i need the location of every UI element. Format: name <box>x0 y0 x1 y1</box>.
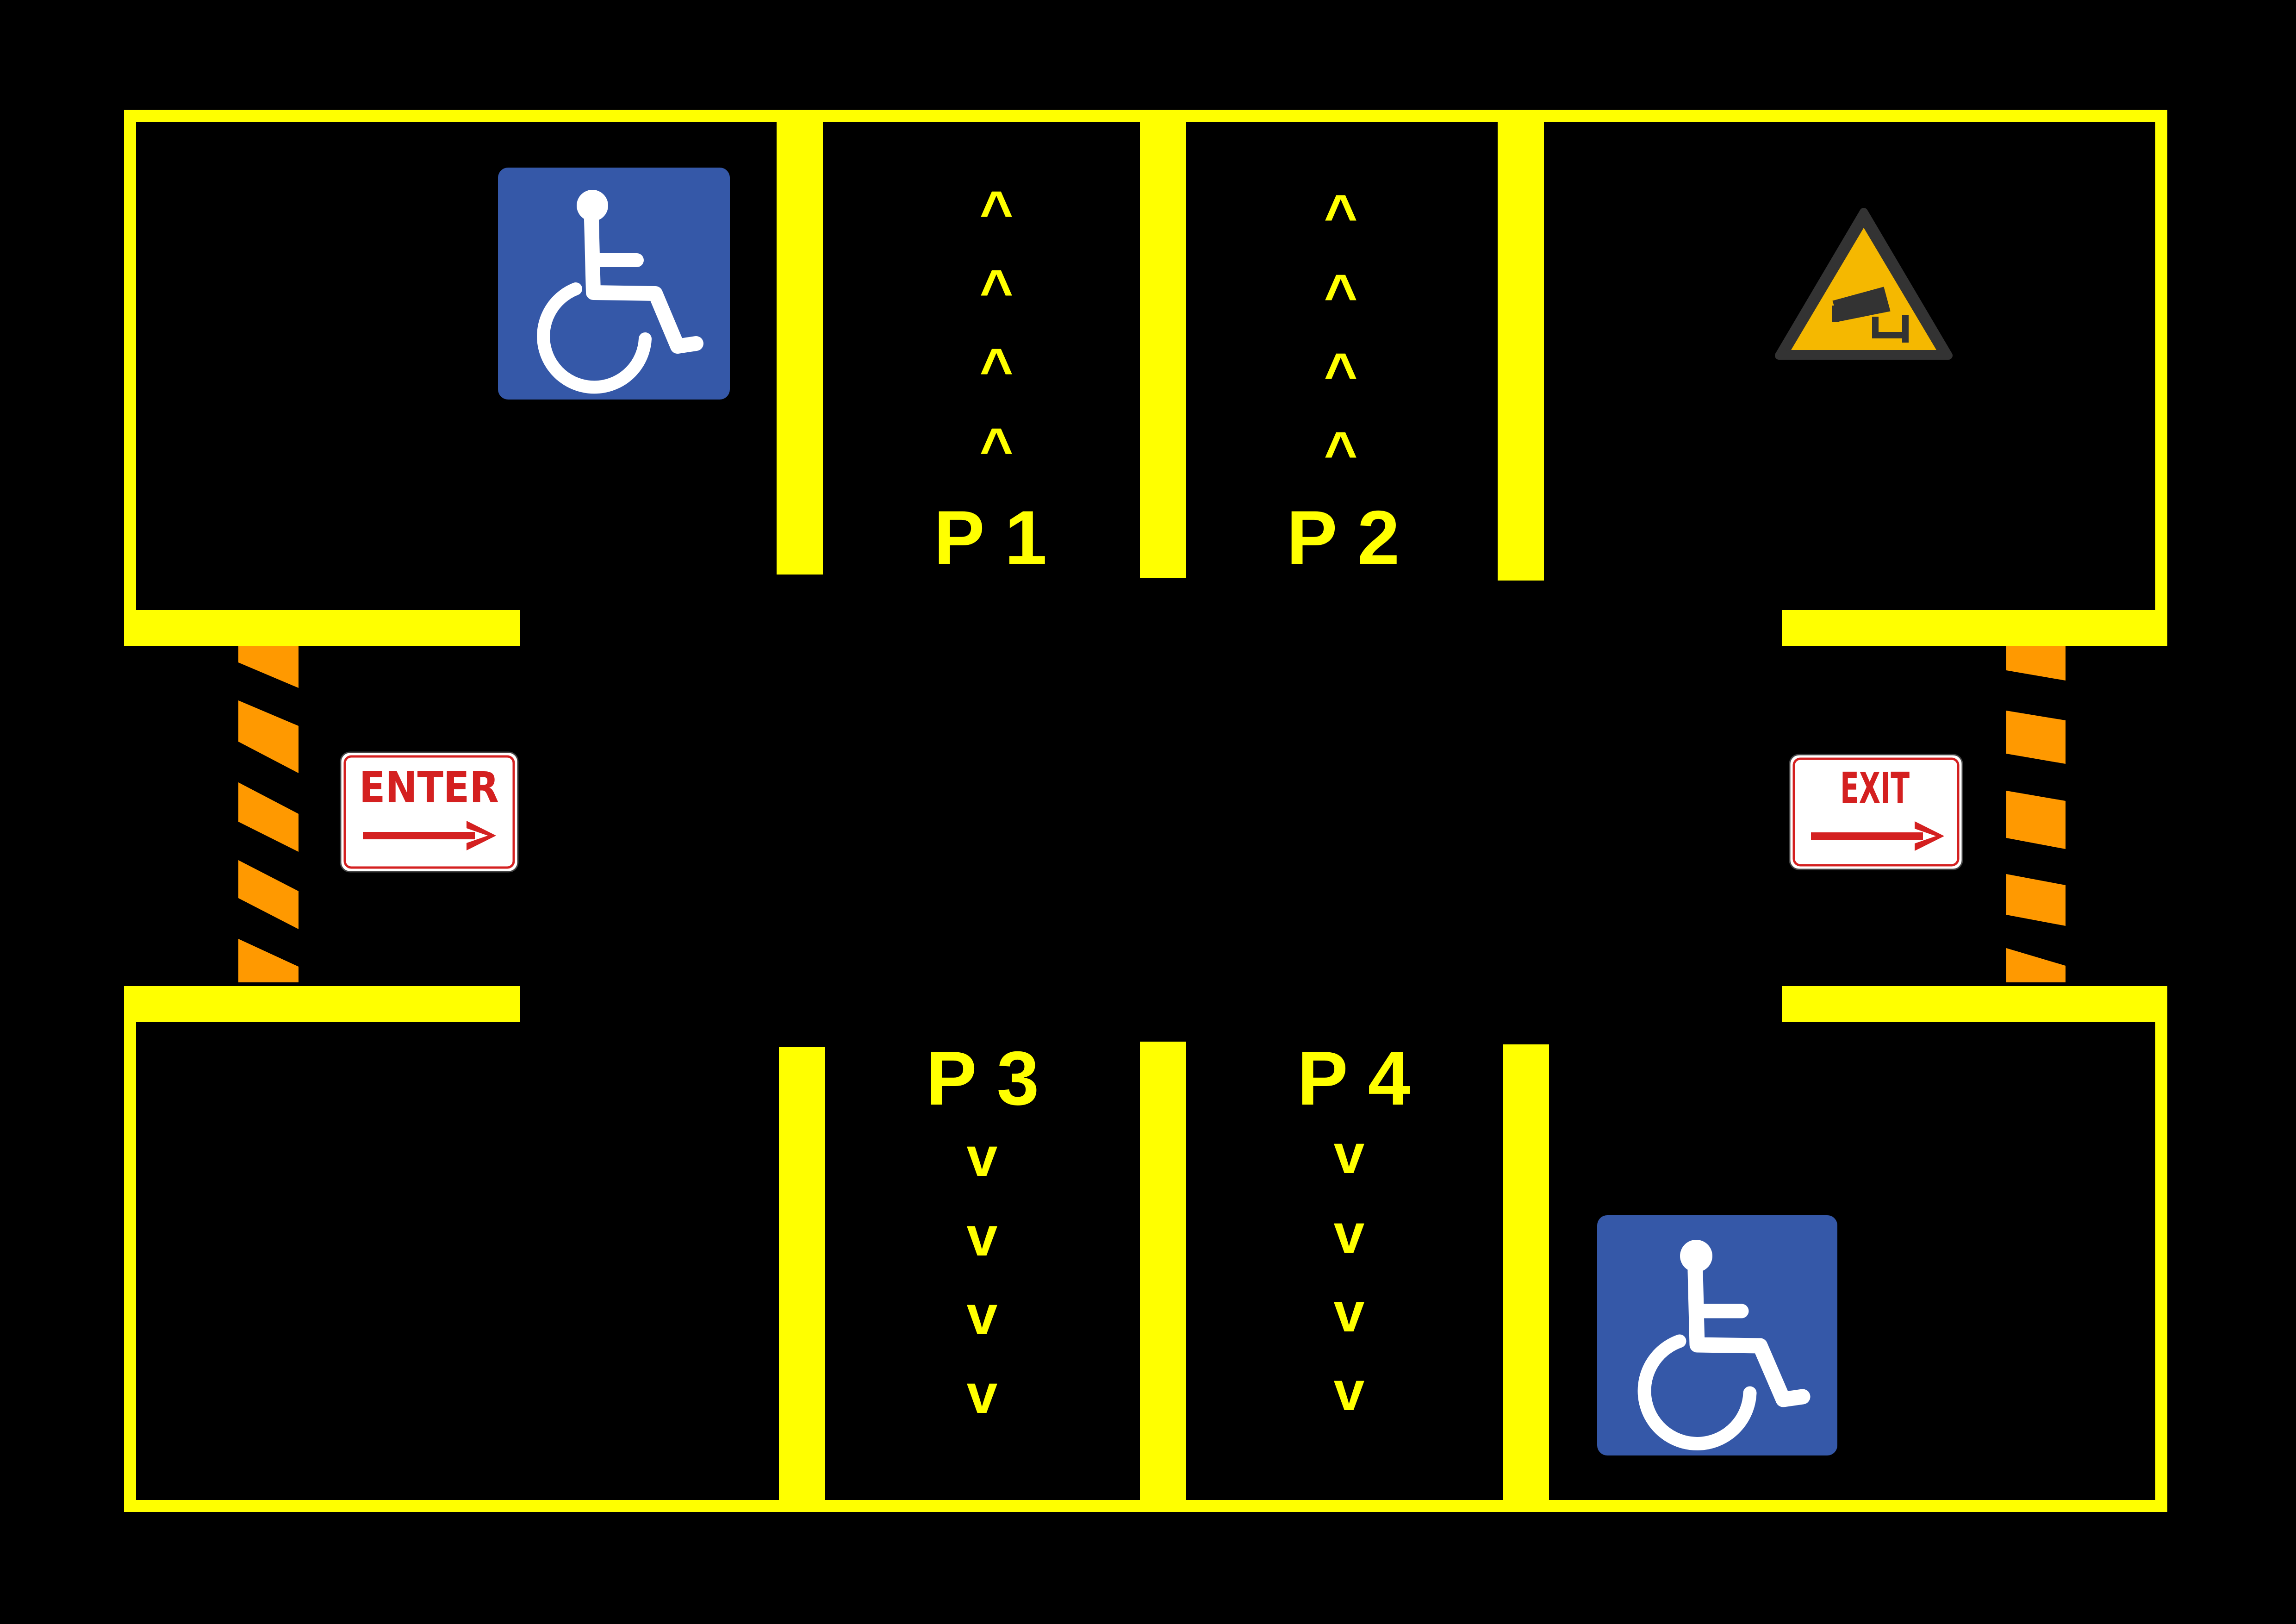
direction-arrow: v <box>1334 1281 1365 1343</box>
direction-arrow: ^ <box>1324 420 1358 485</box>
sign-background <box>498 168 730 400</box>
wheelchair-icon <box>1637 1240 1811 1450</box>
spot-label-p4: P 4 <box>1297 1036 1411 1121</box>
enter-sign-label: ENTER <box>359 763 499 812</box>
enter-sign: ENTER <box>340 751 519 873</box>
lot-boundary <box>124 110 2167 1512</box>
entrance-lane-lines <box>124 610 520 1022</box>
direction-arrow: v <box>967 1284 998 1346</box>
direction-arrow: ^ <box>980 337 1014 401</box>
direction-arrow: ^ <box>1324 183 1358 248</box>
wheelchair-icon <box>537 190 703 394</box>
direction-arrow: ^ <box>980 258 1014 323</box>
direction-arrow: v <box>1334 1123 1365 1185</box>
cctv-camera-icon <box>1832 287 1909 343</box>
direction-arrow: ^ <box>1324 342 1358 406</box>
direction-arrow: v <box>967 1363 998 1425</box>
direction-arrow: ^ <box>980 417 1014 481</box>
direction-arrow: ^ <box>1324 263 1358 327</box>
spot-arrows-p2: ^ ^ ^ ^ <box>1324 183 1358 485</box>
accessible-parking-sign-top <box>498 168 730 400</box>
spot-arrows-p3: v v v v <box>967 1126 998 1425</box>
spot-arrows-p1: ^ ^ ^ ^ <box>980 180 1014 481</box>
exit-sign: EXIT <box>1789 754 1963 870</box>
cctv-warning-sign <box>1775 208 1953 360</box>
spot-label-p2: P 2 <box>1287 495 1400 580</box>
direction-arrow: v <box>967 1206 998 1268</box>
sign-background <box>1597 1215 1837 1455</box>
direction-arrow: ^ <box>980 180 1014 244</box>
spot-label-p3: P 3 <box>926 1036 1039 1121</box>
top-stall-dividers <box>777 119 1544 581</box>
direction-arrow: v <box>1334 1360 1365 1422</box>
exit-sign-label: EXIT <box>1840 763 1910 813</box>
direction-arrow: v <box>1334 1203 1365 1265</box>
spot-label-p1: P 1 <box>934 495 1047 580</box>
arrow-right-icon <box>1811 821 1944 851</box>
bottom-stall-dividers <box>779 1042 1549 1503</box>
accessible-parking-sign-bottom <box>1597 1215 1837 1455</box>
exit-lane-lines <box>1782 610 2167 1022</box>
arrow-right-icon <box>363 821 496 850</box>
entrance-hazard-stripes <box>238 646 299 982</box>
direction-arrow: v <box>967 1126 998 1188</box>
spot-arrows-p4: v v v v <box>1334 1123 1365 1422</box>
exit-hazard-stripes <box>2006 646 2066 982</box>
